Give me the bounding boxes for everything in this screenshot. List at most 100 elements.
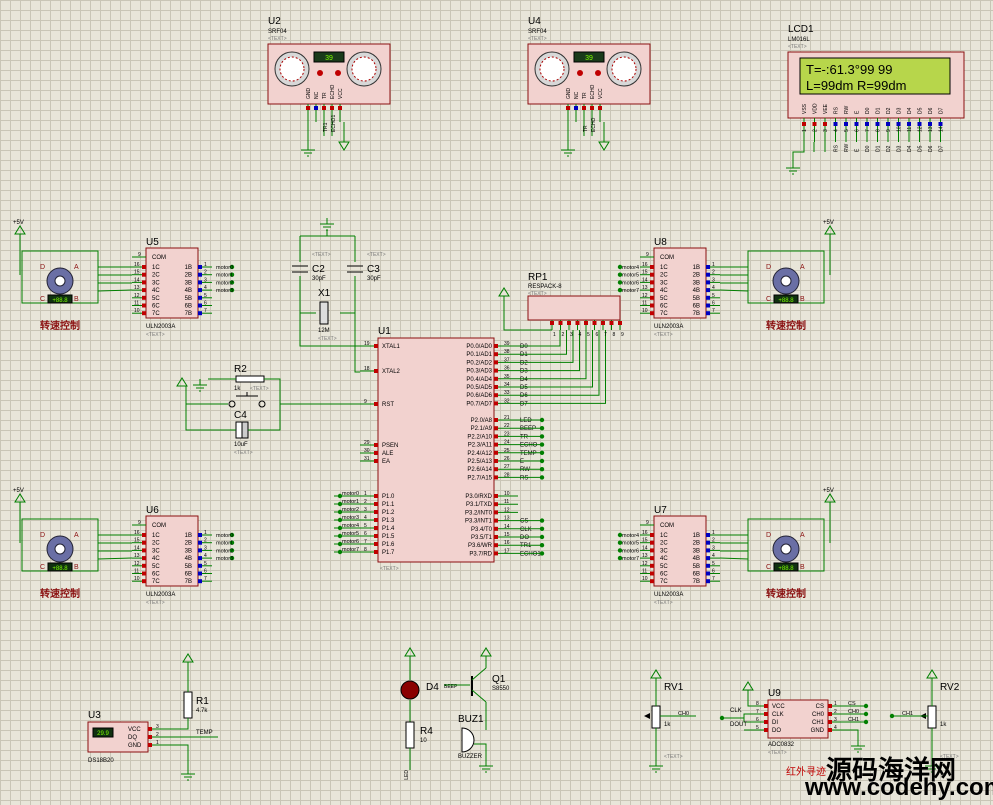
pin-name: DI <box>772 720 778 726</box>
speed-value: +88.8 <box>52 566 68 572</box>
net-label: RS <box>834 144 840 152</box>
resistor-r4 <box>405 721 415 749</box>
pin-number: 3 <box>156 724 159 730</box>
pin-name: 2B <box>693 541 700 547</box>
pin-number: 2 <box>562 332 565 338</box>
pin-marker <box>494 418 498 422</box>
pin-name: NC <box>314 91 320 99</box>
pin-marker <box>494 518 498 523</box>
pin-number: 4 <box>834 725 837 731</box>
pin-name: P1.6 <box>382 542 395 548</box>
pin-name: 3C <box>152 280 160 286</box>
net-label: motor7 <box>622 556 639 562</box>
pin-marker <box>896 122 901 126</box>
pin-name: P2.7/A15 <box>467 475 492 481</box>
pin-marker <box>828 720 832 724</box>
uln2003-body <box>145 515 199 587</box>
vcc-symbol <box>182 653 194 663</box>
junction-dot <box>229 532 235 538</box>
motor-terminal: D <box>766 532 771 539</box>
pin-number: 1 <box>156 740 159 746</box>
net-label: TEMP <box>196 730 213 736</box>
pin-name: P2.6/A14 <box>467 467 492 473</box>
component-ref: R2 <box>234 364 247 375</box>
motor-terminal: A <box>800 532 805 539</box>
net-label: D5 <box>520 385 528 391</box>
pin-marker <box>706 280 710 285</box>
pin-number: 4 <box>712 553 715 559</box>
component-ref: RV1 <box>664 682 684 693</box>
pin-number: 16 <box>642 262 648 268</box>
pin-name: RW <box>844 105 850 114</box>
component-ref: U3 <box>88 710 101 721</box>
net-label: motor1 <box>342 499 359 505</box>
speed-readout <box>773 294 799 304</box>
lcd-line-2: L=99dm R=99dm <box>806 78 906 93</box>
pin-number: 1 <box>364 491 367 497</box>
pin-marker <box>706 571 710 576</box>
pin-number: 8 <box>613 332 616 338</box>
junction-dot <box>863 711 869 717</box>
pin-number: 8 <box>364 547 367 553</box>
pin-number: 9 <box>138 520 141 526</box>
pin-name: 2C <box>660 273 668 279</box>
pin-name: 2B <box>693 273 700 279</box>
pin-name: 5C <box>152 296 160 302</box>
net-label: motor6 <box>622 548 639 554</box>
pin-name: P2.3/A11 <box>468 443 493 449</box>
pin-marker <box>494 401 498 406</box>
pin-marker <box>142 303 146 308</box>
junction-dot <box>229 555 235 561</box>
pin-number: 2 <box>204 538 207 544</box>
pin-marker <box>306 106 310 110</box>
pin-marker <box>198 288 202 293</box>
pin-name: GND <box>128 743 142 749</box>
pin-marker <box>494 393 498 398</box>
component-ref: U9 <box>768 688 781 699</box>
pin-name: 3C <box>660 280 668 286</box>
pin-marker <box>198 540 202 545</box>
net-label: TR <box>520 434 529 440</box>
net-label: ECHO1 <box>520 551 541 557</box>
pin-marker <box>494 434 498 439</box>
net-label: CS <box>848 701 856 707</box>
component-model: BUZZER <box>458 754 483 760</box>
pin-number: 13 <box>134 553 140 559</box>
net-label: motor0 <box>216 265 233 271</box>
power-label: +5V <box>13 488 24 494</box>
junction-dot <box>617 555 623 561</box>
pin-name: P2.5/A13 <box>467 459 492 465</box>
pin-number: 25 <box>504 448 510 454</box>
pin-number: 39 <box>504 341 510 347</box>
pin-number: 7 <box>604 332 607 338</box>
component-ref: U6 <box>146 505 159 516</box>
pin-marker <box>198 556 202 561</box>
pin-number: 2 <box>156 732 159 738</box>
net-label: ECHO <box>520 443 538 449</box>
component-ref: BUZ1 <box>458 714 484 725</box>
pin-number: 9 <box>621 332 624 338</box>
pin-name: D1 <box>876 107 882 114</box>
pin-marker <box>198 295 202 300</box>
net-label: motor3 <box>216 556 233 562</box>
temp-display <box>92 727 114 738</box>
pin-name: 3C <box>660 548 668 554</box>
pin-number: 9 <box>646 252 649 258</box>
pin-name: D6 <box>928 107 934 114</box>
pin-name: 1C <box>660 533 668 539</box>
power-label: +5V <box>13 220 24 226</box>
pin-number: 10 <box>642 576 648 582</box>
vcc-symbol <box>498 287 510 297</box>
motor-terminal: B <box>800 296 805 303</box>
vcc-symbol <box>176 377 188 387</box>
pin-name: CS <box>816 704 824 710</box>
watermark-title: 源码海洋网 <box>826 755 957 785</box>
pin-name: P0.2/AD2 <box>466 360 492 366</box>
pin-marker <box>650 295 654 300</box>
pin-number: 14 <box>939 126 945 132</box>
pin-name: EA <box>382 459 390 465</box>
motor-terminal: D <box>40 532 45 539</box>
